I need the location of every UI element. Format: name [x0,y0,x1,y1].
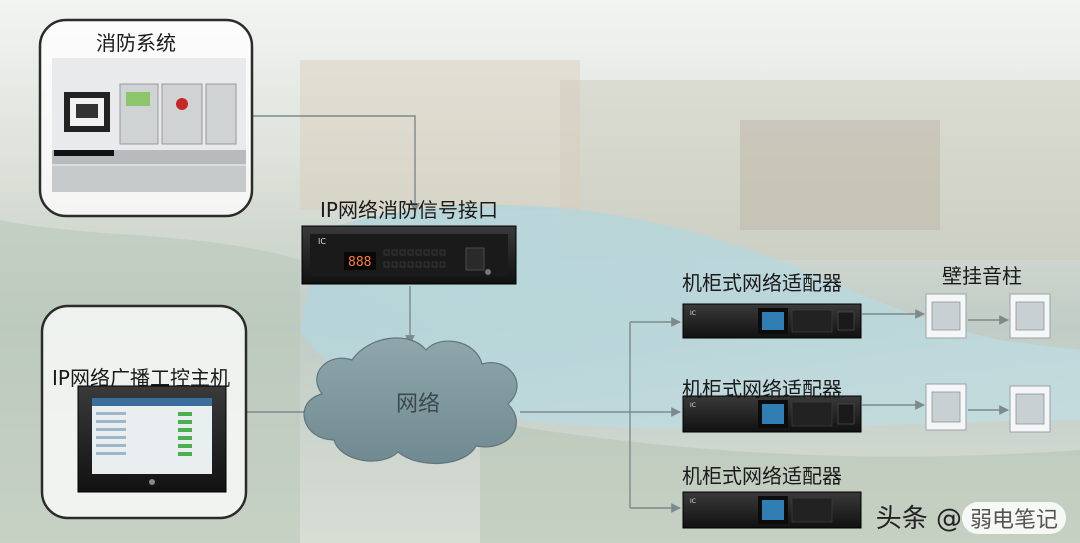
svg-text:IC: IC [690,402,696,409]
network-label: 网络 [396,392,441,417]
adapter-label-2: 机柜式网络适配器 [682,377,842,401]
link-fire-to-interface [252,115,420,213]
speaker-1b [1009,293,1051,339]
connectors [246,115,1009,513]
host-device [77,385,227,493]
adapter-label-1: 机柜式网络适配器 [682,271,842,295]
adapter-device-2: IC [682,395,862,433]
adapter-label-3: 机柜式网络适配器 [682,464,842,488]
speaker-2a [925,383,967,431]
fire-system-label: 消防系统 [96,31,176,55]
watermark-prefix: 头条 [875,504,928,534]
speaker-1a [925,293,967,339]
svg-text:IC: IC [690,310,696,317]
speakers-label: 壁挂音柱 [942,264,1022,288]
watermark-at: @ [935,504,962,534]
host-label: IP网络广播工控主机 [52,366,230,390]
svg-text:IC: IC [690,498,696,505]
watermark-name: 弱电笔记 [961,502,1066,534]
svg-text:IC: IC [318,237,326,246]
fire-interface-label: IP网络消防信号接口 [320,198,498,222]
watermark: 头条 @弱电笔记 [876,498,1066,535]
fire-control-console-image [52,58,246,192]
adapter-device-3: IC [682,491,862,529]
adapter-device-1: IC [682,303,862,339]
speaker-2b [1009,385,1051,433]
fire-interface-device: IC [301,225,517,285]
network-cloud [303,337,518,465]
fire-interface-display: 888 [348,255,371,270]
